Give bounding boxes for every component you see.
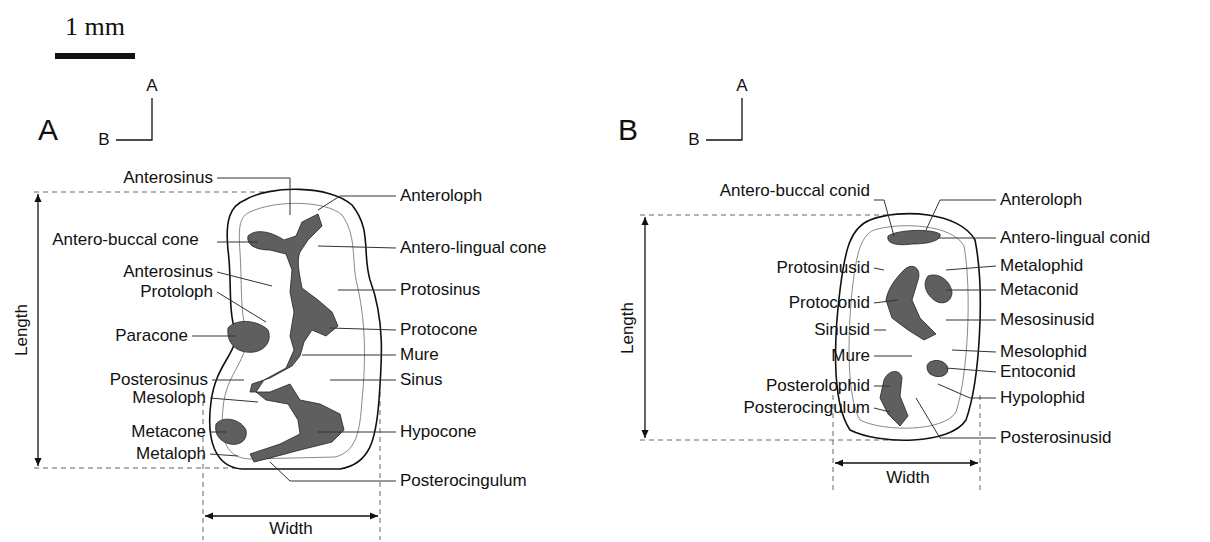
dimension-arrows [38,194,978,516]
dimension-label: Width [886,469,929,487]
part-name: Protoconid [789,294,870,312]
part-name: Hypocone [400,423,477,441]
part-name: Antero-buccal cone [38,231,213,249]
part-name: Posterolophid [766,377,870,395]
axis-letter: B [98,131,109,149]
part-name: Posterosinus [110,371,208,389]
part-name: Protocone [400,321,478,339]
orientation-axes [116,98,742,140]
part-name: Antero-lingual cone [400,239,546,257]
panel-letter: B [618,114,638,146]
part-name: Sinus [400,371,443,389]
axis-letter: A [146,77,157,95]
scale-label: 1 mm [65,13,125,40]
part-name: Anteroloph [400,187,482,205]
part-name: Antero-buccal conid [700,182,870,200]
part-name: Posterosinusid [1000,429,1112,447]
part-name: Metalophid [1000,257,1083,275]
axis-letter: B [688,131,699,149]
part-name: Hypolophid [1000,389,1085,407]
scale-bar [55,53,135,59]
dimension-label: Length [619,302,637,354]
panel-letter: A [38,114,58,146]
part-name: Metaloph [136,445,206,463]
dimension-label: Width [269,520,312,538]
part-name: Anterosinus [123,263,213,281]
part-name: Protosinusid [776,259,870,277]
leader-lines [192,178,996,481]
part-name: Protoloph [140,283,213,301]
part-name: Mure [400,346,439,364]
dimension-label: Length [13,304,31,356]
part-name: Mure [831,347,870,365]
part-name: Sinusid [814,321,870,339]
part-name: Posterocingulum [400,472,527,490]
part-name: Protosinus [400,281,480,299]
part-name: Mesoloph [132,389,206,407]
part-name: Entoconid [1000,363,1076,381]
part-name: Mesosinusid [1000,311,1095,329]
part-name: Metacone [131,423,206,441]
part-name: Anterosinus [123,169,213,187]
part-name: Mesolophid [1000,343,1087,361]
axis-letter: A [736,77,747,95]
part-name: Paracone [115,327,188,345]
part-name: Metaconid [1000,281,1078,299]
dimension-guides [34,192,980,540]
part-name: Antero-lingual conid [1000,229,1150,247]
part-name: Posterocingulum [743,399,870,417]
part-name: Anteroloph [1000,191,1082,209]
